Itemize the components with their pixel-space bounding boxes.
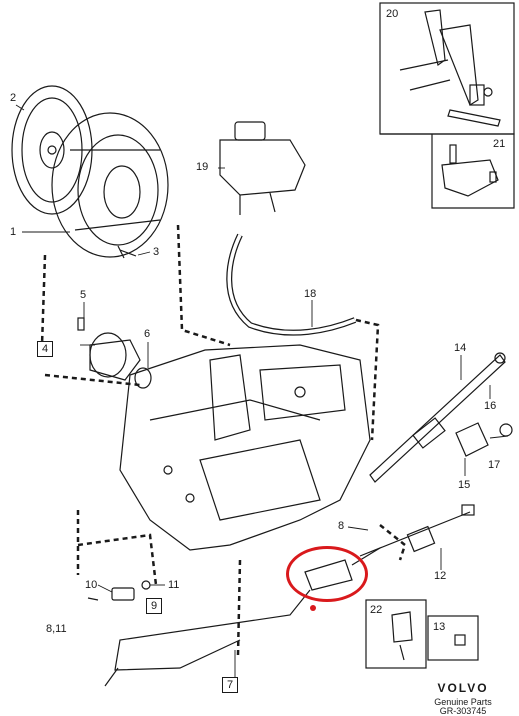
callout-8[interactable]: 8: [338, 520, 345, 532]
clip-drawing: [391, 611, 413, 661]
pressure-plate-drawing: [51, 112, 169, 258]
grommet-drawing: [454, 634, 466, 646]
inset-22-frame: [365, 599, 427, 669]
callout-1[interactable]: 1: [10, 226, 17, 238]
assembly-guide-lines: [40, 224, 407, 656]
inset-13-frame: [427, 615, 479, 661]
pressure-pipe-drawing: [359, 504, 475, 557]
pipe-line-drawing: [114, 589, 311, 671]
callout-18[interactable]: 18: [304, 288, 317, 300]
callout-22[interactable]: 22: [370, 604, 383, 616]
callout-12[interactable]: 12: [434, 570, 447, 582]
callout-3[interactable]: 3: [153, 246, 160, 258]
mounting-plate-drawing: [441, 144, 499, 197]
callout-13[interactable]: 13: [433, 621, 446, 633]
diagram-reference: GR-303745: [439, 706, 487, 716]
highlight-ring: [286, 546, 368, 602]
callout-5[interactable]: 5: [80, 289, 87, 301]
pedal-mount-inset-frame: [380, 133, 515, 209]
bolt-drawing: [117, 245, 137, 259]
gearbox-drawing: [119, 344, 371, 551]
brand-logo-text: VOLVO: [437, 681, 489, 695]
callout-17[interactable]: 17: [488, 459, 501, 471]
bleeder-drawing: [87, 580, 151, 601]
callout-6[interactable]: 6: [144, 328, 151, 340]
callout-8-11[interactable]: 8,11: [46, 623, 67, 635]
pedal-inset-frame: [379, 2, 515, 135]
callout-14[interactable]: 14: [454, 342, 467, 354]
callout-9[interactable]: 9: [146, 598, 163, 614]
master-cylinder-drawing: [369, 352, 506, 483]
callout-10[interactable]: 10: [85, 579, 98, 591]
brand-subtitle: Genuine Parts: [434, 697, 492, 707]
seal-drawing: [134, 367, 152, 389]
callout-20[interactable]: 20: [386, 8, 399, 20]
callout-15[interactable]: 15: [458, 479, 471, 491]
callout-2[interactable]: 2: [10, 92, 17, 104]
leader-lines: [15, 104, 509, 680]
callout-4[interactable]: 4: [37, 341, 54, 357]
hose-drawing: [226, 233, 357, 336]
clutch-pedal-drawing: [399, 9, 501, 127]
nut-drawing: [499, 423, 513, 437]
reservoir-drawing: [219, 121, 306, 215]
callout-16[interactable]: 16: [484, 400, 497, 412]
callout-7[interactable]: 7: [222, 677, 239, 693]
gasket-drawing: [455, 422, 489, 457]
callout-11[interactable]: 11: [168, 579, 180, 591]
callout-21[interactable]: 21: [493, 138, 506, 150]
highlight-dot: [310, 605, 316, 611]
callout-19[interactable]: 19: [196, 161, 209, 173]
release-bearing-drawing: [77, 317, 141, 381]
